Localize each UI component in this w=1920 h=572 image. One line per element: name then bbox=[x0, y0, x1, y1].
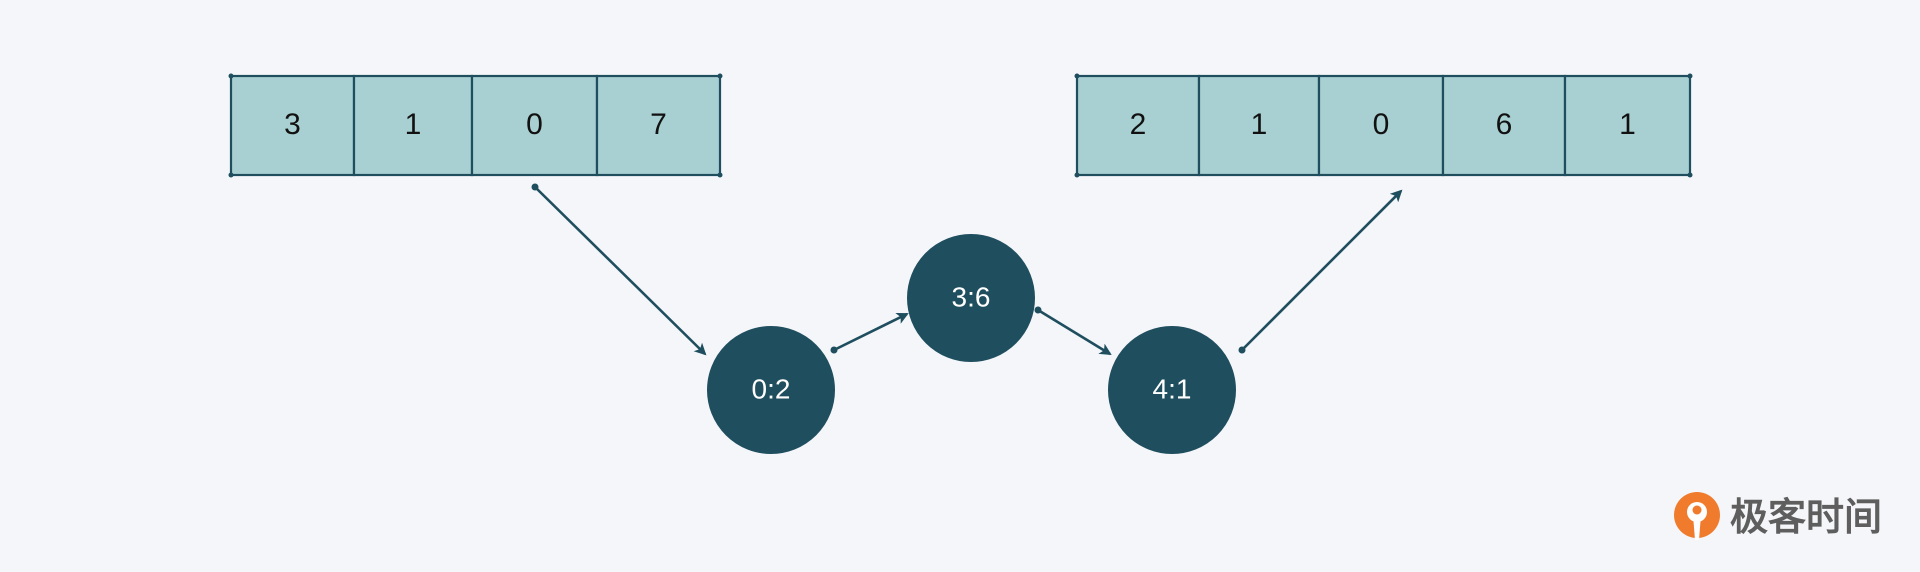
array-cell: 1 bbox=[1197, 74, 1321, 177]
right-array: 2 1 0 6 1 bbox=[1074, 73, 1693, 178]
array-cell: 1 bbox=[1563, 74, 1692, 177]
node-3-6: 3:6 bbox=[907, 234, 1035, 362]
array-cell: 2 bbox=[1075, 74, 1201, 177]
arrow-node-4-1-to-right-array bbox=[1238, 189, 1403, 354]
array-cell: 3 bbox=[229, 74, 356, 177]
cell-value: 1 bbox=[1251, 108, 1268, 141]
cell-value: 1 bbox=[1619, 108, 1636, 141]
array-cell: 0 bbox=[470, 74, 599, 177]
arrow-left-array-to-node-0-2 bbox=[531, 183, 707, 356]
cell-value: 0 bbox=[526, 108, 543, 141]
logo-text: 极客时间 bbox=[1730, 495, 1882, 539]
cell-value: 7 bbox=[650, 108, 667, 141]
array-cell: 0 bbox=[1317, 74, 1445, 177]
node-4-1: 4:1 bbox=[1108, 326, 1236, 454]
cell-value: 6 bbox=[1496, 108, 1513, 141]
array-cell: 6 bbox=[1441, 74, 1567, 177]
array-cell: 7 bbox=[595, 74, 722, 177]
node-label: 0:2 bbox=[752, 373, 791, 404]
node-0-2: 0:2 bbox=[707, 326, 835, 454]
cell-value: 0 bbox=[1373, 108, 1390, 141]
cell-value: 1 bbox=[405, 108, 422, 141]
array-cell: 1 bbox=[352, 74, 474, 177]
cell-value: 3 bbox=[284, 108, 301, 141]
left-array: 3 1 0 7 bbox=[228, 73, 723, 178]
node-label: 3:6 bbox=[952, 281, 991, 312]
cell-value: 2 bbox=[1130, 108, 1147, 141]
arrow-node-3-6-to-node-4-1 bbox=[1034, 306, 1112, 356]
arrow-node-0-2-to-node-3-6 bbox=[830, 312, 909, 354]
geektime-logo-icon bbox=[1674, 492, 1720, 540]
node-label: 4:1 bbox=[1153, 373, 1192, 404]
geektime-logo: 极客时间 bbox=[1674, 492, 1882, 540]
